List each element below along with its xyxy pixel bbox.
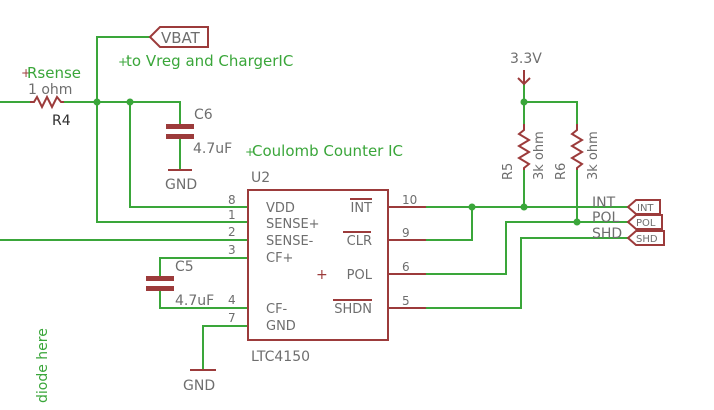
u2-pin-num-left: 8 <box>228 193 236 207</box>
int-net-label: INT <box>592 195 616 211</box>
c5-capacitor-symbol <box>146 276 174 291</box>
c6-name: C6 <box>194 107 213 123</box>
rsense-origin-cross: + <box>21 66 31 80</box>
u2-right-pin-stubs <box>388 206 426 309</box>
u2-ic-body <box>247 189 389 341</box>
r5-resistor-symbol <box>517 124 531 170</box>
u2-pin-num-left: 7 <box>228 311 236 325</box>
r6-name: R6 <box>554 163 569 180</box>
u2-pin-label-left: CF+ <box>266 251 293 266</box>
u2-pin-num-left: 4 <box>228 293 236 307</box>
shd-net-label: SHD <box>592 226 622 242</box>
u2-pin-label-right: CLR <box>347 234 372 249</box>
vreg-origin-cross: + <box>118 55 128 69</box>
pol-net-label: POL <box>592 210 619 226</box>
r4-resistor-symbol <box>30 94 64 110</box>
u2-part: LTC4150 <box>251 349 310 365</box>
c5-name: C5 <box>175 259 194 275</box>
supply-arrow-icon <box>517 70 531 86</box>
u2-pin-label-left: SENSE- <box>266 234 314 249</box>
u2-origin-cross: + <box>316 267 328 283</box>
u2-pin-num-left: 2 <box>228 225 236 239</box>
junction-dot <box>93 98 101 106</box>
gnd-label-u2: GND <box>183 378 215 394</box>
junction-dot <box>573 218 581 226</box>
u2-pin-num-right: 10 <box>402 193 417 207</box>
junction-dot <box>468 203 476 211</box>
r6-resistor-symbol <box>570 124 584 170</box>
u2-pin-label-right: SHDN <box>334 302 372 317</box>
vbat-flag-label: VBAT <box>161 29 201 47</box>
v33-label: 3.3V <box>510 51 542 67</box>
r4-name: R4 <box>52 113 71 129</box>
u2-pin-num-right: 9 <box>402 226 410 240</box>
u2-pin-label-left: VDD <box>266 201 295 216</box>
u2-pin-num-left: 1 <box>228 208 236 222</box>
u2-pin-label-right: INT <box>351 201 373 216</box>
diode-note: diode here <box>35 328 51 403</box>
shd-net-flag <box>626 230 665 246</box>
int-net-flag <box>626 199 661 215</box>
u2-pin-num-right: 5 <box>402 294 410 308</box>
pol-flag-label: POL <box>636 218 656 229</box>
shd-flag-label: SHD <box>636 234 658 245</box>
u2-pin-label-left: GND <box>266 319 296 334</box>
vreg-note: to Vreg and ChargerIC <box>126 52 293 70</box>
r5-value: 3k ohm <box>532 131 547 180</box>
u2-pin-label-left: CF- <box>266 302 288 317</box>
junction-dot <box>126 98 134 106</box>
wires <box>0 36 629 371</box>
r4-value: 1 ohm <box>28 82 72 98</box>
u2-pin-label-left: SENSE+ <box>266 217 320 232</box>
junctions <box>93 98 581 226</box>
u2-name: U2 <box>251 170 270 186</box>
c5-value: 4.7uF <box>175 293 214 309</box>
u2-pin-num-right: 6 <box>402 260 410 274</box>
coulomb-note: Coulomb Counter IC <box>252 142 403 160</box>
u2-pin-num-left: 3 <box>228 243 236 257</box>
vbat-net-flag <box>148 26 209 48</box>
junction-dot <box>520 203 528 211</box>
c6-value: 4.7uF <box>193 141 232 157</box>
coulomb-origin-cross: + <box>245 145 255 159</box>
junction-dot <box>520 98 528 106</box>
c6-capacitor-symbol <box>166 124 194 139</box>
pol-net-flag <box>626 214 663 230</box>
rsense-note: Rsense <box>27 64 81 82</box>
gnd-label-c6: GND <box>165 177 197 193</box>
int-flag-label: INT <box>637 203 654 214</box>
u2-pin-label-right: POL <box>347 268 373 283</box>
r5-name: R5 <box>501 163 516 180</box>
r6-value: 3k ohm <box>586 131 601 180</box>
